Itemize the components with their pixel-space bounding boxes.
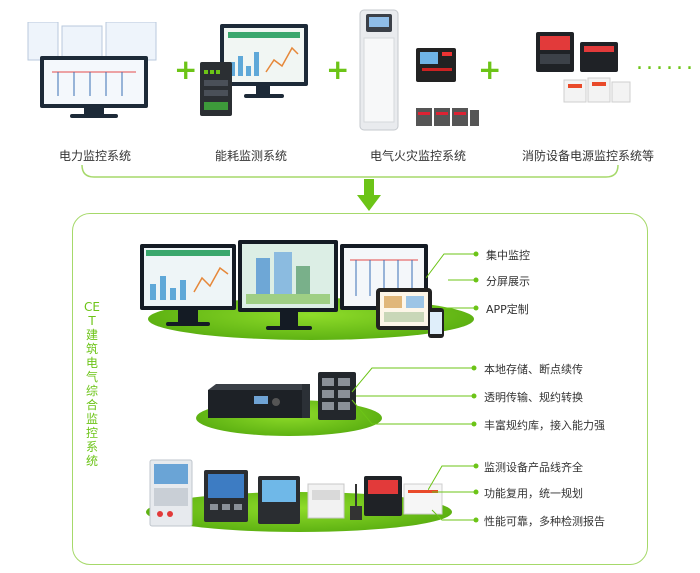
feature-app-customization: APP定制 [486,303,529,316]
power-monitoring-illustration [22,21,164,120]
feature-split-screen-display: 分屏展示 [486,275,530,288]
software-callout-lines [426,251,479,311]
communication-callout-lines [351,365,477,427]
plus-icon: + [326,53,350,86]
feature-rich-protocol-library: 丰富规约库，接入能力强 [484,419,605,432]
gateway-illustration [206,368,362,424]
field-devices-illustration [146,454,446,530]
feature-local-storage-resume: 本地存储、断点续传 [484,363,583,376]
integrated-monitoring-panel [72,213,648,565]
feature-complete-product-line: 监测设备产品线齐全 [484,461,583,474]
fire-power-monitoring-illustration [530,30,634,108]
system-label-energy: 能耗监测系统 [214,149,287,163]
more-ellipsis: ...... [636,50,696,75]
feature-centralized-monitoring: 集中监控 [486,249,530,262]
plus-icon: + [478,53,502,86]
system-label-fire: 电气火灾监控系统 [369,149,466,163]
monitor-wall-illustration [138,240,448,344]
feature-reliable-performance: 性能可靠，多种检测报告 [484,515,605,528]
devices-callout-lines [428,463,479,523]
panel-side-title: CET建筑电气综合监控系统 [84,300,100,468]
plus-icon: + [174,53,198,86]
energy-monitoring-illustration [198,22,310,120]
fire-monitoring-illustration [350,8,480,136]
feature-transparent-transmission: 透明传输、规约转换 [484,391,583,404]
feature-unified-planning: 功能复用，统一规划 [484,487,583,500]
system-label-power: 电力监控系统 [58,149,131,163]
system-label-fire-power: 消防设备电源监控系统等 [521,149,654,163]
